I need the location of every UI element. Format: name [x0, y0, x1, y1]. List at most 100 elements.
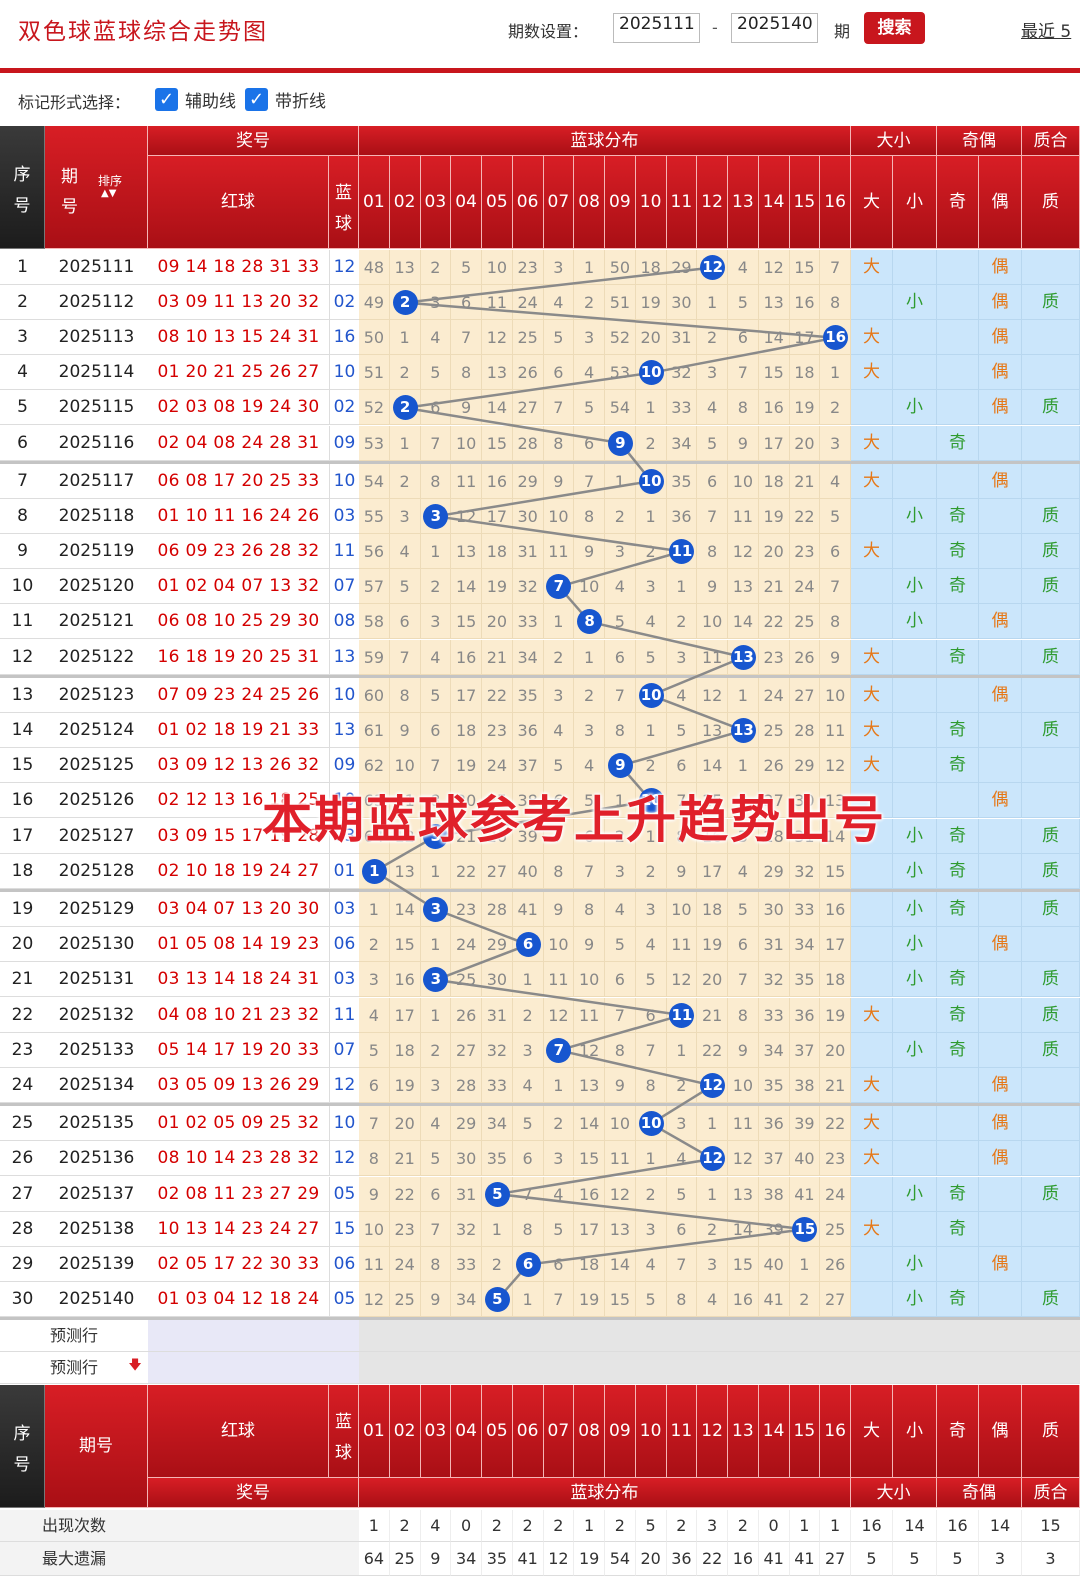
missing-count-cell: 14: [482, 390, 513, 426]
missing-count-cell: 27: [512, 390, 544, 426]
blue-ball-marker: 10: [638, 360, 664, 386]
prediction-row-input[interactable]: [148, 1352, 359, 1384]
prediction-row-grid[interactable]: [359, 1320, 1080, 1352]
missing-count-cell: 34: [789, 927, 821, 963]
missing-count-cell: 4: [574, 355, 605, 391]
missing-count-cell: 5: [635, 1282, 667, 1318]
missing-count-cell: 11: [728, 1106, 759, 1142]
stat-cell-odd: 奇: [937, 534, 979, 569]
missing-count-cell: 41: [512, 892, 544, 927]
recent-periods-link[interactable]: 最近 5: [1021, 22, 1072, 42]
appearance-count-cell: 5: [635, 1510, 667, 1542]
missing-count-cell: 5: [420, 1141, 452, 1177]
missing-count-cell: 1: [512, 962, 544, 998]
missing-count-cell: 18: [574, 1247, 605, 1282]
sort-arrows-icon[interactable]: ▲▼: [101, 188, 117, 199]
search-button[interactable]: 搜索: [864, 12, 925, 44]
stat-cell-odd: [937, 927, 979, 963]
stat-cell-big: [851, 1032, 893, 1068]
missing-count-cell: 4: [543, 285, 575, 321]
red-balls-cell: 01 02 18 19 21 33: [148, 713, 329, 748]
row-number: 27: [0, 1177, 45, 1212]
stat-cell-prime: [1022, 1211, 1080, 1247]
missing-count-cell: 18: [451, 713, 482, 748]
missing-count-cell: 29: [451, 1106, 482, 1142]
missing-count-cell: 57: [359, 569, 390, 605]
blue-ball-marker: 10: [638, 682, 664, 708]
missing-count-cell: 4: [543, 713, 575, 748]
missing-count-cell: 4: [728, 853, 759, 889]
red-balls-cell: 01 05 08 14 19 23: [148, 927, 329, 963]
missing-count-cell: 7: [728, 355, 759, 391]
row-number: 4: [0, 355, 45, 391]
stat-cell-small: [893, 1068, 937, 1103]
missing-count-cell: 23: [820, 1141, 851, 1177]
prediction-arrow-icon[interactable]: 🡇: [128, 1358, 142, 1373]
seq-header: 序号: [0, 126, 45, 249]
max-missing-cell: 20: [635, 1542, 667, 1576]
period-to-input[interactable]: 2025140: [731, 13, 818, 43]
period-setting-label: 期数设置：: [508, 22, 589, 41]
number-col-header-02: 02: [389, 156, 421, 249]
period-header: 期号排序▲▼: [45, 126, 148, 249]
missing-count-cell: 10: [697, 604, 728, 640]
max-missing-cell: 41: [789, 1542, 821, 1576]
red-balls-cell: 03 09 11 13 20 32: [148, 285, 329, 321]
odd-even-header: 奇偶: [937, 126, 1022, 156]
blue-ball-marker: 3: [423, 503, 449, 529]
max-missing-cell: 27: [820, 1542, 851, 1576]
stat-cell-big: 大: [851, 1068, 893, 1103]
stat-cell-big: [851, 1176, 893, 1212]
footer-dist-header: 蓝球分布: [359, 1478, 851, 1508]
missing-count-cell: 41: [758, 1282, 790, 1318]
group-separator: [0, 1316, 1080, 1320]
trend-line-label[interactable]: 带折线: [275, 92, 326, 112]
aux-line-label[interactable]: 辅助线: [185, 92, 236, 112]
missing-count-cell: 4: [420, 639, 452, 675]
stat-cell-big: [851, 569, 893, 605]
stat-cell-even: 偶: [979, 783, 1022, 819]
missing-count-cell: 2: [605, 498, 636, 534]
missing-count-cell: 51: [605, 285, 636, 321]
missing-count-cell: 37: [789, 1032, 821, 1068]
missing-count-cell: 3: [635, 892, 667, 927]
period-from-input[interactable]: 2025111: [613, 13, 700, 43]
missing-count-cell: 3: [543, 1141, 575, 1177]
max-missing-label: 最大遗漏: [0, 1542, 148, 1576]
footer-big-small-header: 大小: [851, 1478, 937, 1508]
missing-count-cell: 26: [789, 639, 821, 675]
red-balls-cell: 02 10 18 19 24 27: [148, 854, 329, 889]
missing-count-cell: 3: [605, 534, 636, 569]
missing-count-cell: 2: [420, 569, 452, 605]
prediction-row-grid[interactable]: [359, 1352, 1080, 1384]
sort-toggle[interactable]: 排序: [98, 174, 123, 188]
trend-line-checkbox[interactable]: ✓: [245, 88, 268, 111]
missing-count-cell: 5: [543, 1211, 575, 1247]
missing-count-cell: 19: [697, 927, 728, 963]
row-number: 10: [0, 569, 45, 605]
number-col-header-12: 12: [697, 156, 728, 249]
blue-ball-marker: 10: [638, 1111, 664, 1137]
row-number: 7: [0, 464, 45, 499]
missing-count-cell: 9: [359, 1176, 390, 1212]
blue-ball-marker: 7: [546, 1037, 572, 1063]
missing-count-cell: 14: [697, 748, 728, 784]
missing-count-cell: 6: [666, 1211, 698, 1247]
missing-count-cell: 40: [758, 1247, 790, 1282]
prediction-row-input[interactable]: [148, 1320, 359, 1352]
row-number: 12: [0, 640, 45, 675]
max-missing-cell: 3: [979, 1542, 1022, 1576]
row-number: 5: [0, 390, 45, 426]
aux-line-checkbox[interactable]: ✓: [155, 88, 178, 111]
appearance-count-cell: 0: [758, 1510, 790, 1542]
missing-count-cell: 15: [820, 853, 851, 889]
stat-cell-small: 小: [893, 604, 937, 640]
stat-cell-odd: 奇: [937, 713, 979, 748]
missing-count-cell: 24: [789, 569, 821, 605]
period-cell: 2025131: [45, 962, 148, 998]
missing-count-cell: 38: [758, 1176, 790, 1212]
missing-count-cell: 6: [666, 748, 698, 784]
missing-count-cell: 6: [420, 1176, 452, 1212]
row-number: 17: [0, 819, 45, 854]
missing-count-cell: 7: [635, 1032, 667, 1068]
